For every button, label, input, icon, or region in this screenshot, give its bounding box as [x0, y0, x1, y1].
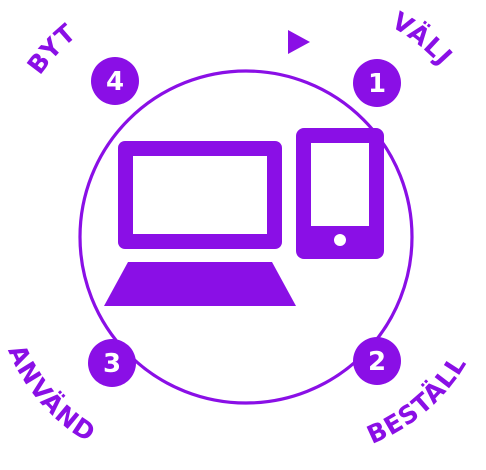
step-3-number: 3: [103, 349, 121, 379]
step-4: 4 BYT: [22, 18, 139, 105]
step-2: 2 BESTÄLL: [353, 337, 471, 450]
cycle-ring: [78, 69, 414, 405]
arrow-head-icon: [288, 30, 310, 54]
step-4-label: BYT: [22, 18, 81, 80]
step-1: 1 VÄLJ: [353, 6, 458, 107]
step-2-badge: [353, 337, 401, 385]
step-3-label: ANVÄND: [2, 340, 100, 448]
step-1-label: VÄLJ: [387, 6, 457, 71]
step-3: 3 ANVÄND: [2, 339, 136, 448]
step-3-badge: [88, 339, 136, 387]
step-1-badge: [353, 59, 401, 107]
step-4-label-wrap: BYT: [22, 18, 82, 80]
step-1-number: 1: [368, 69, 386, 99]
step-4-number: 4: [106, 67, 124, 97]
step-1-label-wrap: VÄLJ: [387, 6, 458, 71]
step-3-label-wrap: ANVÄND: [2, 340, 101, 448]
step-4-badge: [91, 57, 139, 105]
step-2-number: 2: [368, 347, 386, 377]
laptop-icon: [104, 141, 296, 306]
tablet-icon: [296, 128, 384, 259]
